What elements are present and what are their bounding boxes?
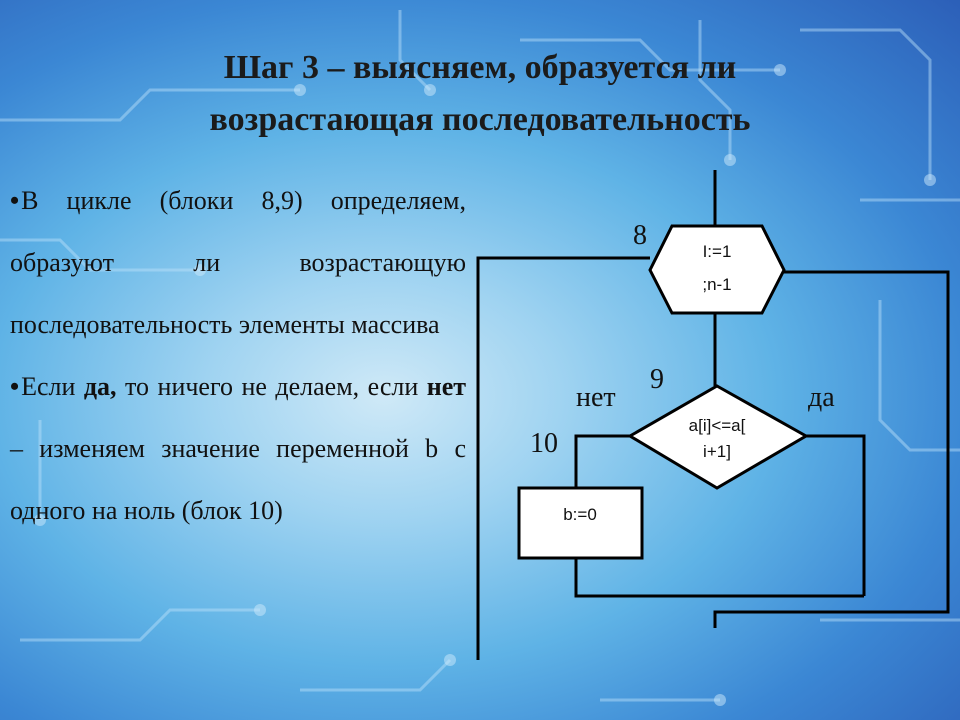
- bullet-2-text-part-1: Если: [21, 372, 84, 401]
- slide-title: Шаг 3 – выясняем, образуется ли возраста…: [60, 42, 900, 146]
- yes-branch-label: да: [808, 382, 835, 413]
- block-8-number: 8: [633, 220, 647, 251]
- bullet-2-text-part-2: то ничего не делаем, если: [116, 372, 427, 401]
- bullet-item-1: •В цикле (блоки 8,9) определяем, образую…: [10, 170, 466, 356]
- block-10-text: b:=0: [563, 505, 597, 524]
- bullet-marker: •: [10, 186, 20, 215]
- bullet-2-text-part-3: – изменяем значение переменной b с одног…: [10, 434, 466, 525]
- no-branch-label: нет: [576, 382, 616, 413]
- block-8-line-2: ;n-1: [702, 275, 731, 294]
- bullet-2-emphasis-no: нет: [426, 372, 467, 401]
- title-line-1: Шаг 3 – выясняем, образуется ли: [223, 49, 737, 86]
- block-9-number: 9: [650, 364, 664, 395]
- block-9-line-2: i+1]: [703, 442, 731, 461]
- title-line-2: возрастающая последовательность: [209, 101, 751, 138]
- bullet-list: •В цикле (блоки 8,9) определяем, образую…: [10, 170, 466, 542]
- flowchart-connectors: [476, 170, 950, 660]
- block-9-decision-diamond: a[i]<=a[ i+1]: [627, 384, 810, 490]
- block-8-loop-hexagon: I:=1 ;n-1: [648, 224, 786, 315]
- block-10-process-box: b:=0: [517, 486, 644, 560]
- block-8-line-1: I:=1: [703, 242, 732, 261]
- bullet-item-2: •Если да, то ничего не делаем, если нет …: [10, 356, 466, 542]
- bullet-marker: •: [10, 372, 20, 401]
- block-10-number: 10: [530, 428, 558, 459]
- flowchart: I:=1 ;n-1 8 a[i]<=a[ i+1] 9 нет да b:=0 …: [476, 170, 950, 660]
- bullet-2-emphasis-yes: да,: [83, 372, 117, 401]
- bullet-1-text: В цикле (блоки 8,9) определяем, образуют…: [10, 186, 466, 339]
- block-9-line-1: a[i]<=a[: [689, 416, 746, 435]
